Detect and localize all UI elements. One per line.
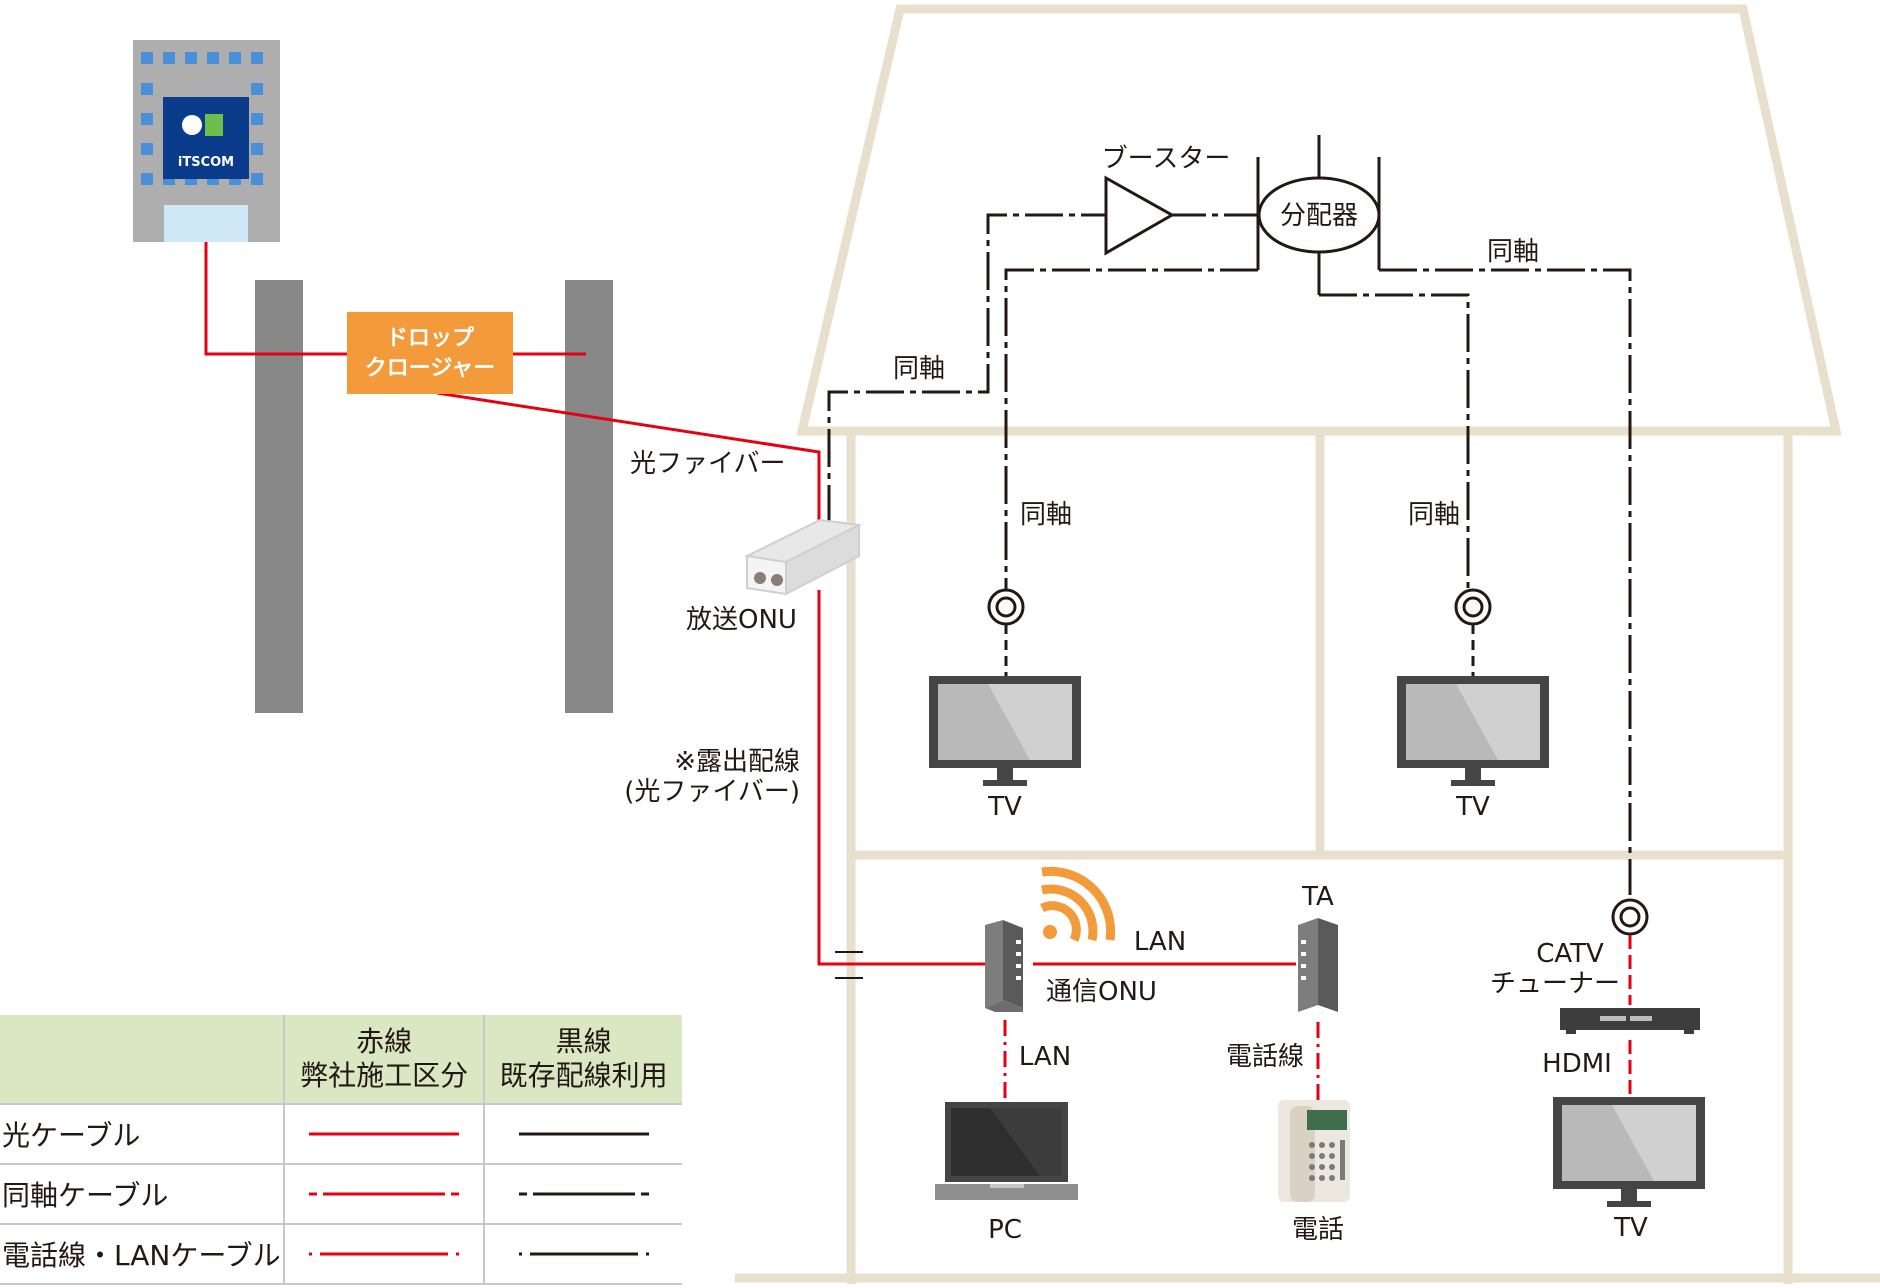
legend-header-red: 赤線 弊社施工区分 bbox=[283, 1015, 486, 1105]
utility-pole-right bbox=[565, 280, 613, 713]
exposed-wiring-label-1: ※露出配線 bbox=[674, 747, 800, 777]
telephone bbox=[1278, 1100, 1350, 1202]
coax-label-room2: 同軸 bbox=[1408, 500, 1460, 530]
legend-header-blank bbox=[0, 1015, 285, 1105]
lan-top-label: LAN bbox=[1134, 927, 1186, 957]
hdmi-label: HDMI bbox=[1542, 1049, 1612, 1079]
drop-closure-label-2: クロージャー bbox=[365, 356, 495, 381]
coax-label-left: 同軸 bbox=[893, 354, 945, 384]
legend-header-black-l1: 黒線 bbox=[555, 1025, 612, 1058]
legend-swatch-black-dot bbox=[484, 1224, 682, 1285]
tv-1 bbox=[929, 676, 1081, 786]
tv2-label: TV bbox=[1455, 792, 1490, 822]
pc-laptop bbox=[935, 1102, 1078, 1200]
tv-outlet-1 bbox=[987, 588, 1025, 626]
coax-broadcast-feed bbox=[827, 213, 1110, 523]
legend-header-red-l1: 赤線 bbox=[356, 1025, 413, 1058]
drop-closure bbox=[347, 312, 513, 394]
itscom-building: iTSCOM bbox=[133, 40, 280, 242]
phone-label: 電話 bbox=[1292, 1215, 1344, 1245]
wifi-icon bbox=[1040, 866, 1116, 942]
ta-label: TA bbox=[1301, 882, 1334, 912]
distributor-label: 分配器 bbox=[1280, 201, 1358, 231]
utility-pole-left bbox=[255, 280, 303, 713]
broadcast-onu bbox=[743, 518, 863, 596]
legend-header-red-l2: 弊社施工区分 bbox=[300, 1059, 469, 1092]
logo-text: iTSCOM bbox=[178, 155, 234, 170]
coax-label-room1: 同軸 bbox=[1020, 500, 1072, 530]
legend-swatch-red-dash bbox=[283, 1164, 486, 1225]
legend-swatch-black-solid bbox=[484, 1104, 682, 1165]
legend-swatch-red-solid bbox=[283, 1104, 486, 1165]
house-outline bbox=[735, 4, 1880, 1284]
legend-row-label: 光ケーブル bbox=[0, 1104, 285, 1165]
legend-row-label: 電話線・LANケーブル bbox=[0, 1224, 285, 1285]
coax-label-right-top: 同軸 bbox=[1487, 237, 1539, 267]
lan-pc-label: LAN bbox=[1019, 1042, 1071, 1072]
coax-distribution bbox=[1004, 268, 1632, 895]
legend-row-label: 同軸ケーブル bbox=[0, 1164, 285, 1225]
legend-swatch-red-dot bbox=[283, 1224, 486, 1285]
fiber-label: 光ファイバー bbox=[630, 449, 785, 479]
legend-row: 同軸ケーブル bbox=[0, 1164, 682, 1225]
catv-tuner bbox=[1560, 1008, 1700, 1034]
tv1-label: TV bbox=[987, 792, 1022, 822]
booster bbox=[1104, 175, 1176, 256]
legend-header-black-l2: 既存配線利用 bbox=[499, 1059, 668, 1092]
tv-outlet-3 bbox=[1611, 898, 1649, 936]
legend-table: 赤線 弊社施工区分 黒線 既存配線利用 光ケーブル 同軸ケーブル 電話線・LAN… bbox=[0, 1015, 682, 1285]
legend-swatch-black-dash bbox=[484, 1164, 682, 1225]
tv-outlet-2 bbox=[1454, 588, 1492, 626]
phone-line-label: 電話線 bbox=[1226, 1042, 1304, 1072]
catv-tuner-label-2: チューナー bbox=[1490, 969, 1620, 999]
booster-label: ブースター bbox=[1102, 144, 1231, 174]
exposed-wiring-label-2: (光ファイバー) bbox=[624, 777, 800, 807]
broadcast-onu-label: 放送ONU bbox=[686, 605, 797, 635]
pc-label: PC bbox=[988, 1215, 1022, 1245]
tv3-label: TV bbox=[1613, 1213, 1648, 1243]
comm-onu-label: 通信ONU bbox=[1046, 977, 1157, 1007]
itscom-logo bbox=[163, 97, 249, 179]
tv-3 bbox=[1553, 1097, 1705, 1207]
ta-device bbox=[1298, 918, 1338, 1012]
drop-closure-label-1: ドロップ bbox=[386, 326, 475, 351]
catv-tuner-label-1: CATV bbox=[1536, 939, 1604, 969]
legend-row: 電話線・LANケーブル bbox=[0, 1224, 682, 1285]
comm-onu bbox=[985, 920, 1023, 1012]
legend-header-black: 黒線 既存配線利用 bbox=[484, 1015, 682, 1105]
tv-2 bbox=[1397, 676, 1549, 786]
fiber-exposed bbox=[817, 590, 985, 966]
distributor bbox=[1256, 135, 1381, 295]
fiber-outside bbox=[204, 242, 821, 523]
legend-row: 光ケーブル bbox=[0, 1104, 682, 1165]
